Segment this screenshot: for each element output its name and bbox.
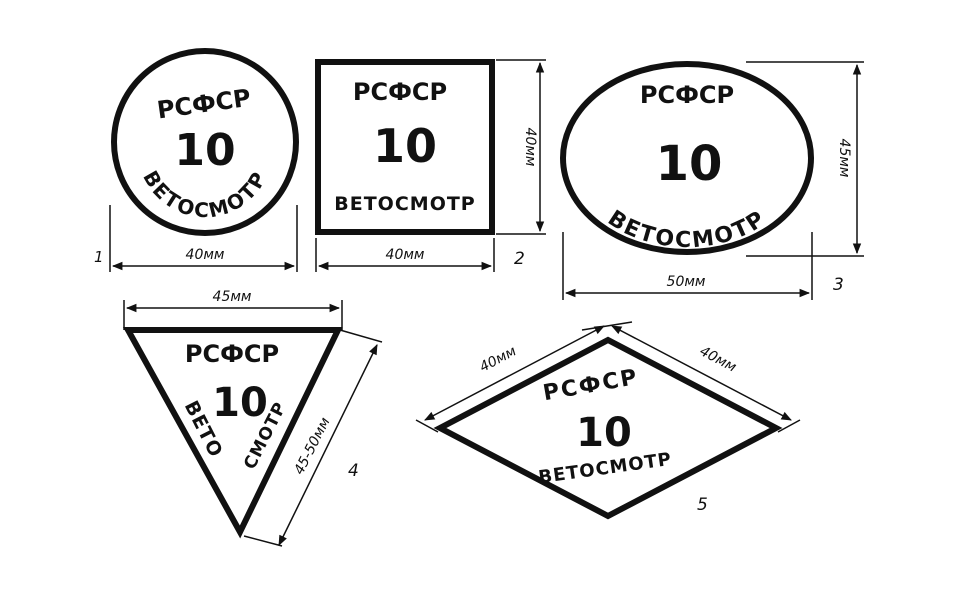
stamp-4-header: РСФСР bbox=[185, 340, 279, 368]
stamp-3-figure-number: 3 bbox=[833, 275, 844, 295]
stamp-1-number: 10 bbox=[174, 125, 235, 176]
stamp-1-circle: РСФСР 10 ВЕТОСМОТР 40мм 1 bbox=[94, 48, 299, 272]
stamp-3-number: 10 bbox=[656, 136, 723, 192]
stamp-2-header: РСФСР bbox=[353, 78, 447, 106]
stamp-3-width-label: 50мм bbox=[667, 274, 706, 290]
stamp-1-width-label: 40мм bbox=[186, 247, 225, 263]
stamp-4-triangle: РСФСР 10 ВЕТО СМОТР 45мм 45-50мм 4 bbox=[122, 289, 383, 547]
stamp-5-side-b-dimension bbox=[611, 325, 792, 421]
stamp-5-side-a-dimension bbox=[424, 325, 605, 421]
stamp-5-header: РСФСР bbox=[541, 365, 640, 406]
stamp-5-extension-right bbox=[777, 419, 801, 433]
stamp-4-figure-number: 4 bbox=[348, 461, 359, 481]
stamp-2-footer: ВЕТОСМОТР bbox=[334, 193, 475, 215]
stamp-5-figure-number: 5 bbox=[697, 495, 708, 515]
stamp-5-extension-top bbox=[581, 321, 633, 331]
stamp-1-outline bbox=[111, 48, 299, 236]
stamp-2-height-label: 40мм bbox=[522, 128, 538, 167]
stamp-2-width-label: 40мм bbox=[386, 247, 425, 263]
stamp-5-number: 10 bbox=[576, 410, 632, 456]
stamp-1-figure-number: 1 bbox=[94, 248, 104, 266]
stamp-3-outline bbox=[560, 61, 814, 255]
stamp-4-side-dimension bbox=[278, 344, 378, 546]
stamp-2-outline bbox=[315, 59, 495, 235]
stamp-5-side-b-label: 40мм bbox=[697, 343, 739, 376]
stamp-4-width-label: 45мм bbox=[213, 289, 252, 305]
stamp-3-footer: ВЕТОСМОТР bbox=[603, 206, 771, 253]
stamp-5-extension-left bbox=[415, 419, 439, 433]
stamp-2-square: РСФСР 10 ВЕТОСМОТР 40мм 40мм 2 bbox=[315, 59, 546, 272]
stamp-3-header: РСФСР bbox=[640, 81, 734, 109]
stamp-4-extension-bottom bbox=[243, 535, 283, 547]
stamp-5-side-a-label: 40мм bbox=[477, 343, 519, 376]
stamp-1-header: РСФСР bbox=[155, 84, 252, 125]
stamp-2-number: 10 bbox=[373, 119, 437, 173]
stamp-5-rhombus: РСФСР 10 ВЕТОСМОТР 40мм 40мм 5 bbox=[415, 321, 801, 520]
stamp-4-extension-top bbox=[339, 329, 383, 343]
stamp-3-height-label: 45мм bbox=[836, 139, 852, 178]
stamp-4-number: 10 bbox=[212, 380, 268, 426]
stamp-2-figure-number: 2 bbox=[514, 249, 525, 269]
stamp-3-oval: РСФСР 10 ВЕТОСМОТР 45мм 50мм 3 bbox=[560, 61, 864, 300]
